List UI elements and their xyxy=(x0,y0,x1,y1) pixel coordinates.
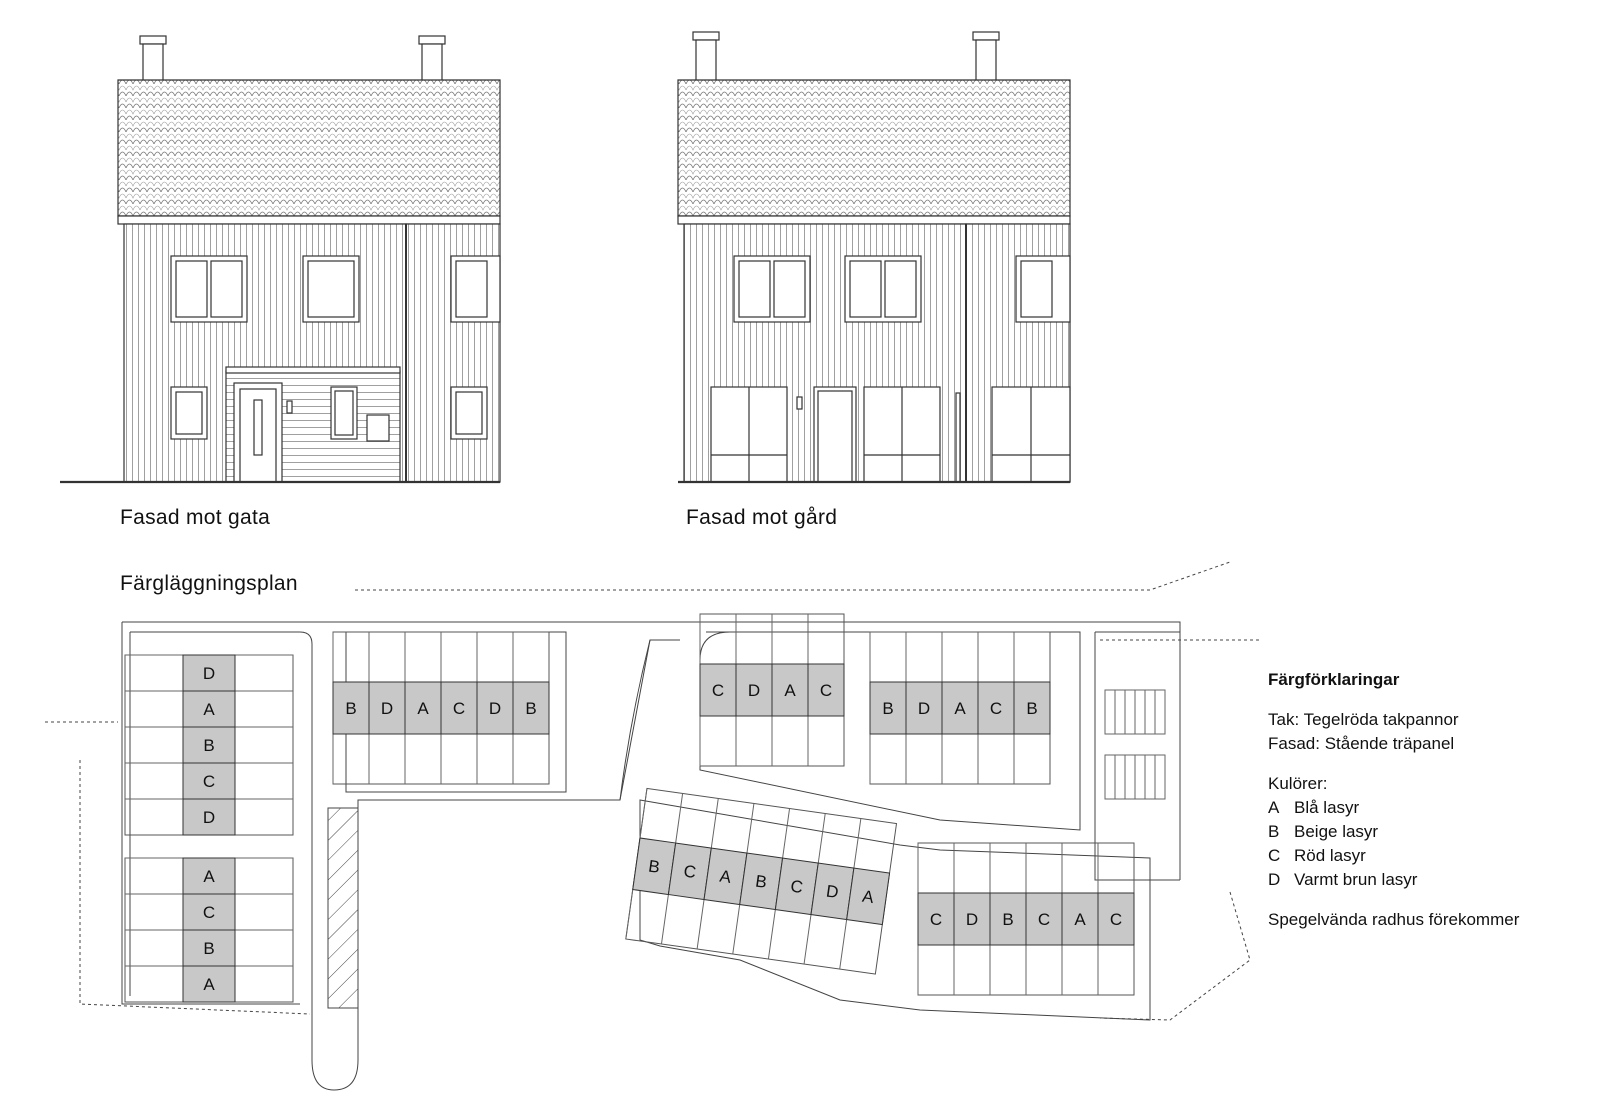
house-unit xyxy=(440,681,478,735)
house-unit xyxy=(807,663,845,717)
house-unit xyxy=(869,681,907,735)
house-color-code: D xyxy=(203,664,215,683)
house-color-code: C xyxy=(682,861,697,882)
house-color-code: C xyxy=(453,699,465,718)
house-color-code: B xyxy=(203,736,214,755)
house-color-code: A xyxy=(417,699,429,718)
legend: Färgförklaringar Tak: Tegelröda takpanno… xyxy=(1268,668,1519,932)
street-elevation xyxy=(60,35,501,484)
house-color-code: A xyxy=(203,975,215,994)
house-color-code: B xyxy=(882,699,893,718)
house-color-code: D xyxy=(918,699,930,718)
house-unit xyxy=(368,681,406,735)
house-unit xyxy=(182,929,236,967)
house-color-code: C xyxy=(712,681,724,700)
house-unit xyxy=(1013,681,1051,735)
house-color-code: A xyxy=(954,699,966,718)
house-color-code: A xyxy=(861,887,876,907)
legend-title: Färgförklaringar xyxy=(1268,670,1400,689)
plan-title: Färgläggningsplan xyxy=(120,572,298,595)
legend-facade: Fasad: Stående träpanel xyxy=(1268,734,1455,753)
house-unit xyxy=(905,681,943,735)
house-color-code: D xyxy=(748,681,760,700)
house-color-code: B xyxy=(525,699,536,718)
house-color-code: A xyxy=(784,681,796,700)
house-color-code: B xyxy=(1026,699,1037,718)
house-unit xyxy=(1061,892,1099,946)
house-unit xyxy=(699,663,737,717)
house-unit xyxy=(182,726,236,764)
house-unit xyxy=(182,798,236,836)
house-color-code: C xyxy=(203,772,215,791)
house-unit xyxy=(512,681,550,735)
legend-colors-title: Kulörer: xyxy=(1268,774,1328,793)
house-unit xyxy=(476,681,514,735)
house-unit xyxy=(404,681,442,735)
legend-roof: Tak: Tegelröda takpannor xyxy=(1268,710,1459,729)
house-color-code: B xyxy=(754,872,768,892)
house-color-code: B xyxy=(203,939,214,958)
house-unit xyxy=(182,857,236,895)
house-unit xyxy=(182,965,236,1003)
house-color-code: A xyxy=(718,867,733,887)
house-color-code: A xyxy=(203,700,215,719)
house-color-code: D xyxy=(381,699,393,718)
house-unit xyxy=(182,690,236,728)
house-unit xyxy=(182,893,236,931)
legend-note: Spegelvända radhus förekommer xyxy=(1268,910,1520,929)
house-color-code: A xyxy=(203,867,215,886)
yard-elevation xyxy=(677,31,1071,484)
street-elevation-label: Fasad mot gata xyxy=(120,506,271,529)
house-color-code: B xyxy=(1002,910,1013,929)
house-color-code: C xyxy=(789,877,804,898)
house-unit xyxy=(989,892,1027,946)
house-unit xyxy=(917,892,955,946)
house-color-code: A xyxy=(1074,910,1086,929)
house-unit xyxy=(182,762,236,800)
house-color-code: C xyxy=(930,910,942,929)
house-color-code: C xyxy=(990,699,1002,718)
house-unit xyxy=(771,663,809,717)
house-color-code: D xyxy=(489,699,501,718)
house-unit xyxy=(953,892,991,946)
house-unit xyxy=(846,867,891,926)
house-color-code: C xyxy=(1038,910,1050,929)
site-plan xyxy=(45,561,1260,1091)
house-color-code: B xyxy=(345,699,356,718)
house-color-code: C xyxy=(820,681,832,700)
yard-elevation-label: Fasad mot gård xyxy=(686,506,838,529)
house-color-code: D xyxy=(825,882,840,903)
house-color-code: B xyxy=(647,857,661,877)
house-color-code: D xyxy=(966,910,978,929)
house-color-code: C xyxy=(203,903,215,922)
house-color-code: C xyxy=(1110,910,1122,929)
house-color-code: D xyxy=(203,808,215,827)
house-unit xyxy=(1097,892,1135,946)
house-unit xyxy=(941,681,979,735)
house-unit xyxy=(735,663,773,717)
house-unit xyxy=(977,681,1015,735)
